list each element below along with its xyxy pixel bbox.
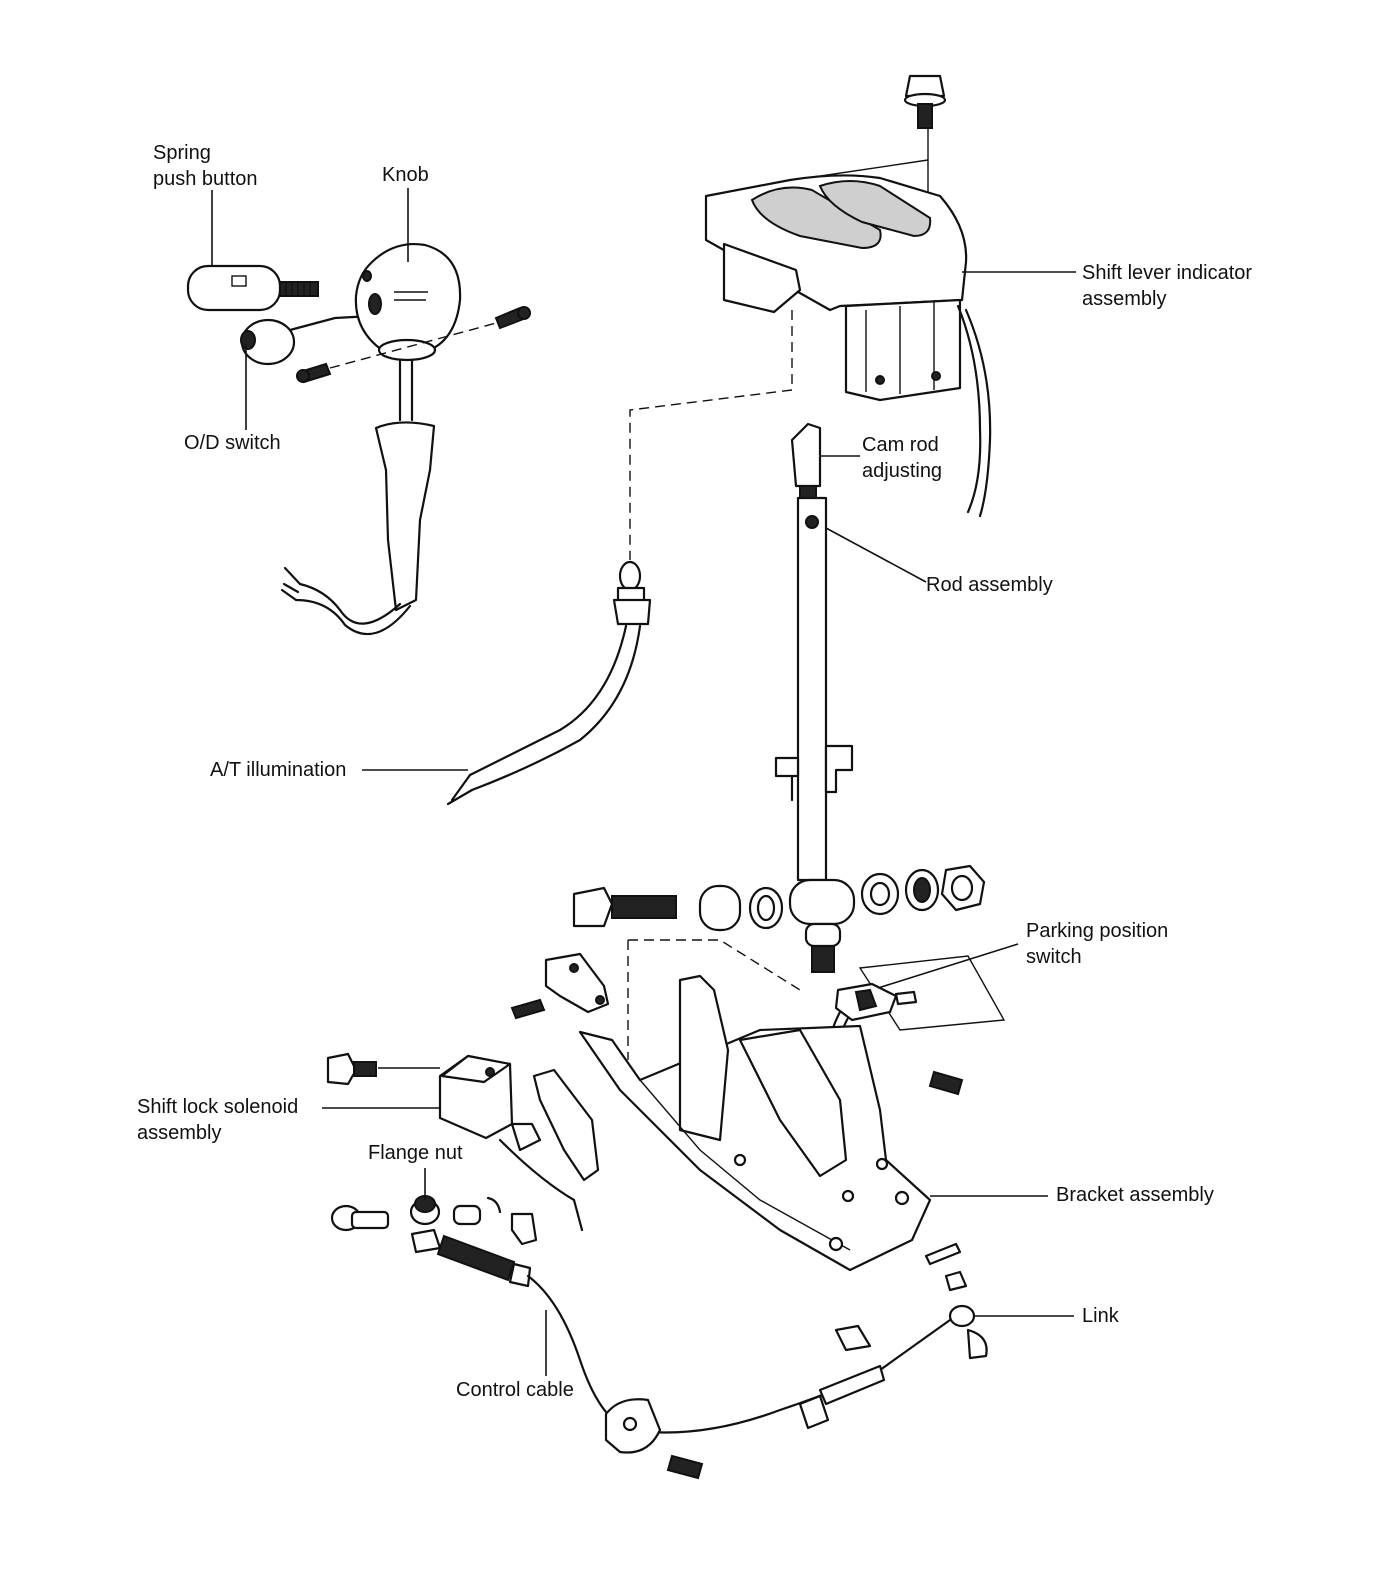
pivot-ring-2 xyxy=(860,872,900,916)
rod-assembly xyxy=(774,496,854,882)
cable-end-eye xyxy=(330,1204,390,1232)
label-control-cable: Control cable xyxy=(456,1379,574,1401)
label-at-illumination: A/T illumination xyxy=(210,759,347,781)
knob-screw-right xyxy=(494,306,531,330)
label-shift-lock-solenoid: Shift lock solenoid assembly xyxy=(137,1096,299,1144)
pivot-collar xyxy=(698,884,742,932)
clevis-pin xyxy=(452,1196,502,1226)
label-rod-assembly: Rod assembly xyxy=(926,574,1053,596)
flange-nut xyxy=(409,1195,441,1226)
label-cam-rod-adjusting: Cam rod adjusting xyxy=(862,434,943,482)
label-flange-nut: Flange nut xyxy=(368,1142,463,1164)
label-bracket-assembly: Bracket assembly xyxy=(1056,1184,1214,1206)
od-switch xyxy=(240,314,374,366)
cable-screw xyxy=(666,1454,704,1480)
at-illumination xyxy=(446,560,652,806)
label-od-switch: O/D switch xyxy=(184,432,281,454)
solenoid-bolt xyxy=(326,1052,377,1086)
small-bracket xyxy=(510,952,610,1020)
parking-position-switch xyxy=(825,982,918,1102)
pivot-bolt xyxy=(572,886,677,928)
label-parking-position-switch: Parking position switch xyxy=(1026,920,1169,968)
knob xyxy=(354,243,462,422)
lower-pin xyxy=(804,922,842,973)
knob-screw-left xyxy=(296,362,332,384)
indicator-bolt xyxy=(903,74,947,129)
cam-rod-adjusting xyxy=(790,422,822,499)
link xyxy=(924,1242,988,1360)
pivot-bushing xyxy=(788,878,856,926)
shift-lever-indicator xyxy=(704,174,992,518)
pivot-ring-1 xyxy=(748,886,784,930)
shift-lever-handle xyxy=(280,421,436,636)
pivot-ring-3 xyxy=(904,868,940,912)
control-cable xyxy=(410,1228,952,1454)
solenoid-lever xyxy=(532,1068,600,1182)
label-spring-push-button: Spring push button xyxy=(153,142,258,190)
switch-screw xyxy=(928,1070,964,1096)
label-shift-lever-indicator: Shift lever indicator assembly xyxy=(1082,262,1253,310)
label-link: Link xyxy=(1082,1305,1119,1327)
label-knob: Knob xyxy=(382,164,429,186)
spring-push-button xyxy=(186,264,319,312)
retaining-clip xyxy=(510,1212,538,1246)
bracket-assembly xyxy=(578,974,932,1272)
cable-clip xyxy=(834,1324,872,1352)
shift-lock-solenoid xyxy=(438,1054,584,1232)
pivot-nut xyxy=(940,864,986,912)
